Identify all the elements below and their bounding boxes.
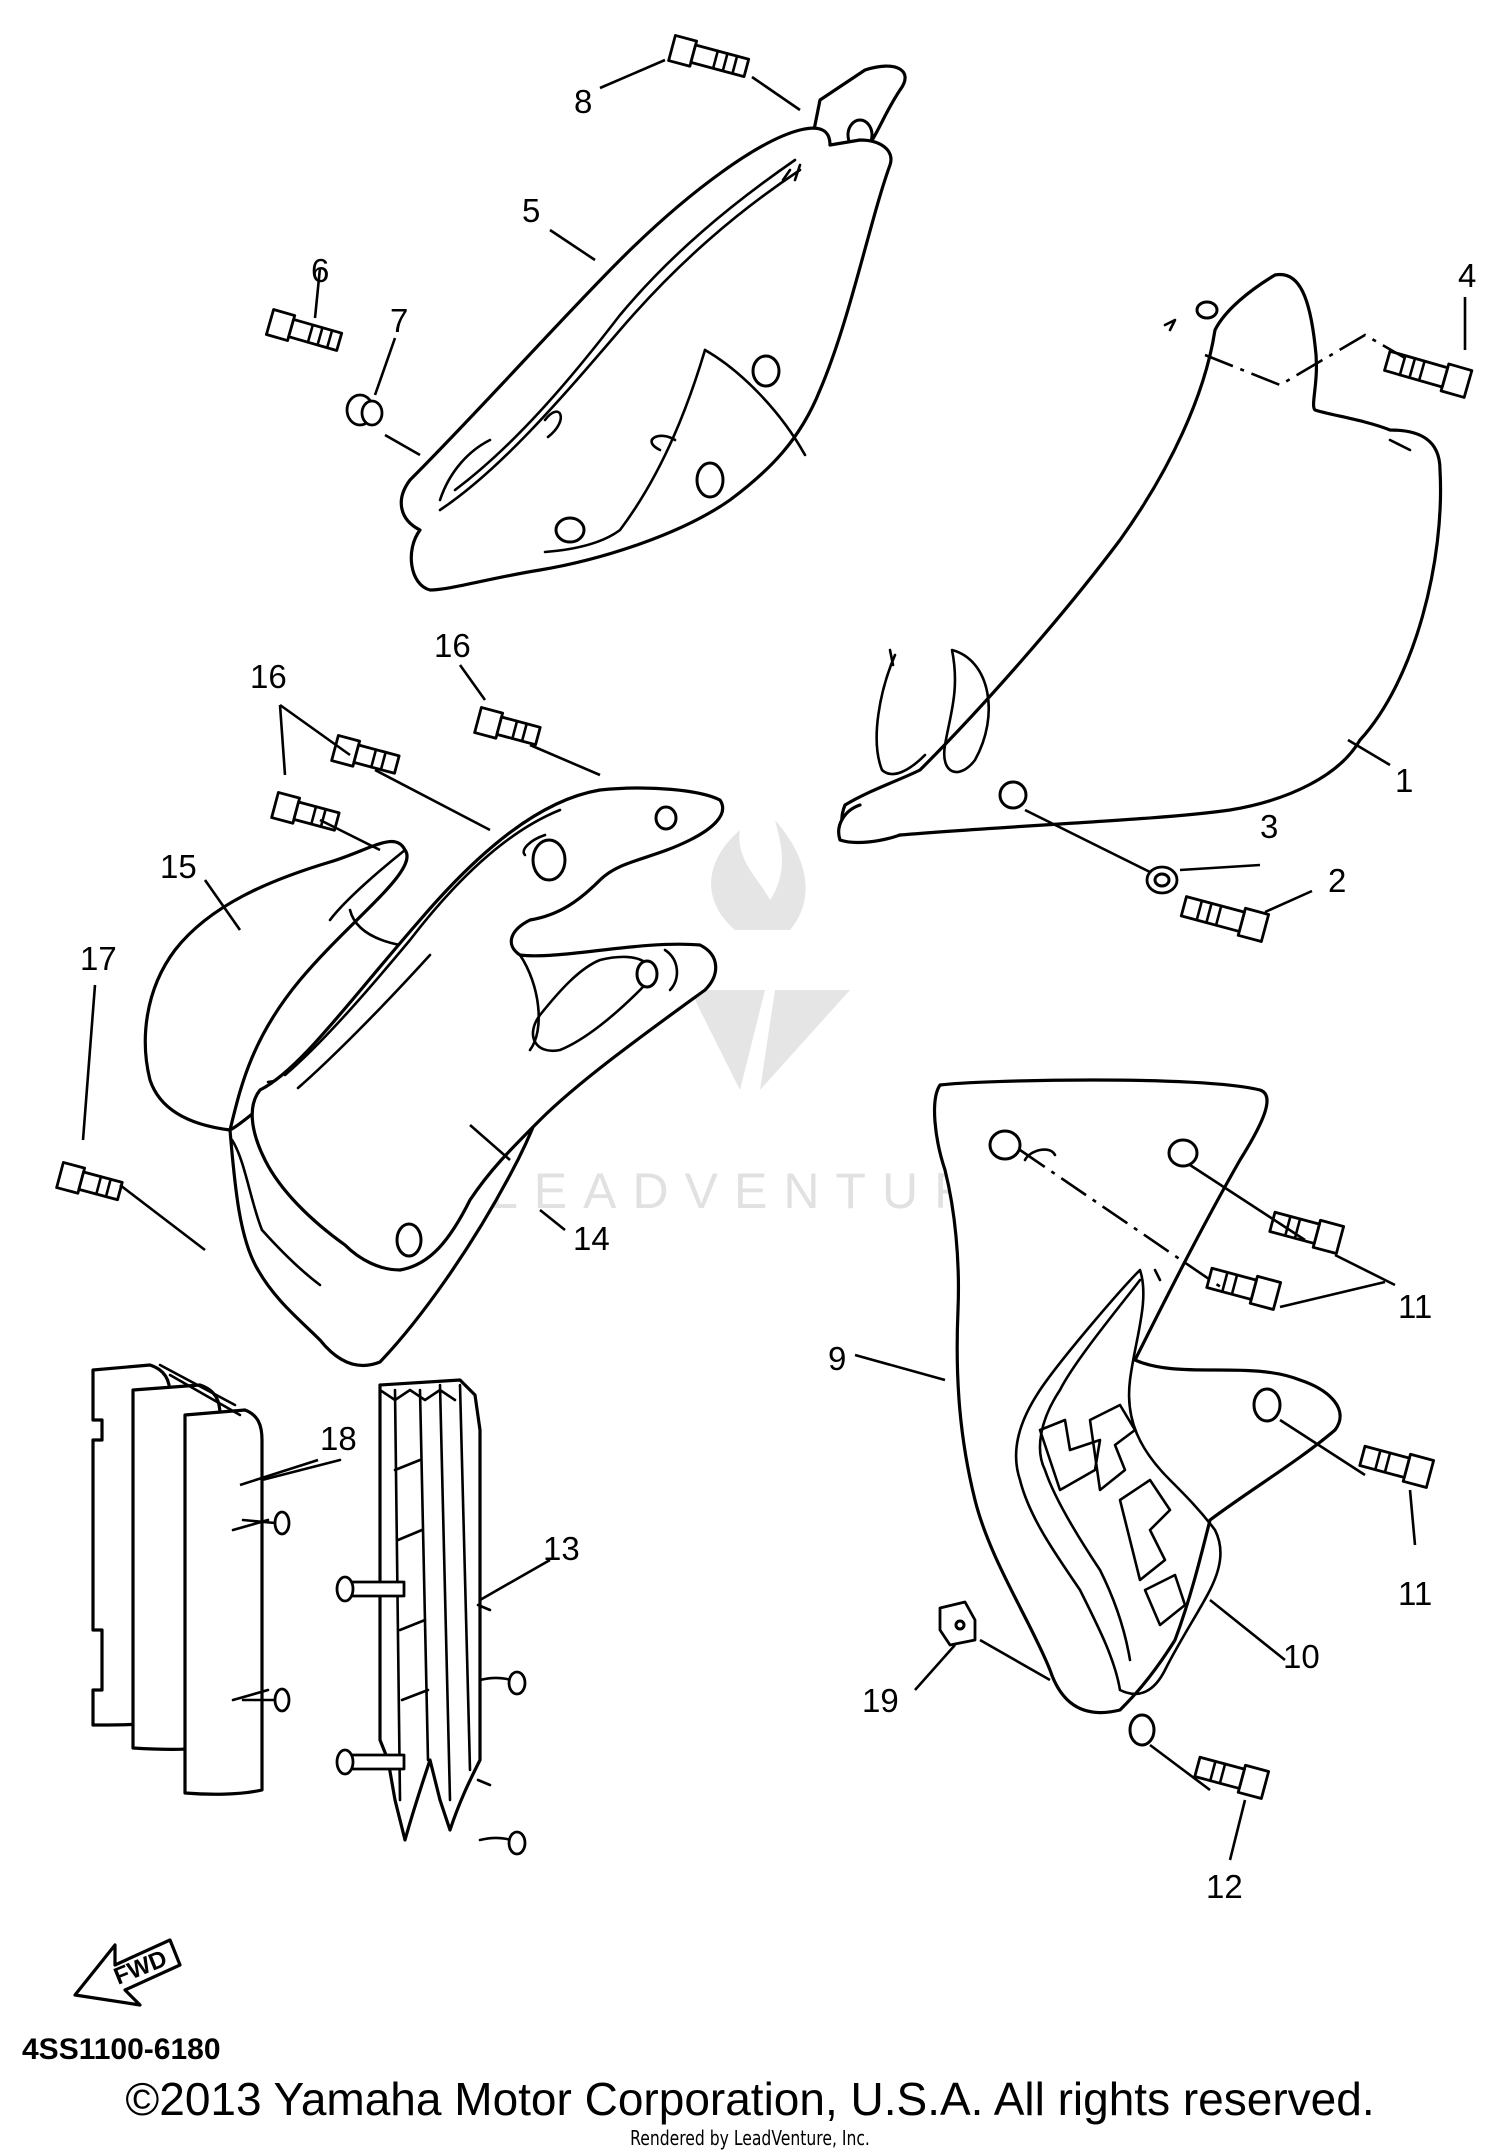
part-2-bolt: [1179, 895, 1271, 943]
part-11-bolt-2: [1205, 1266, 1283, 1311]
callout-3: 3: [1260, 808, 1278, 845]
part-8-bolt: [667, 34, 751, 79]
part-4-bolt: [1383, 349, 1474, 399]
callout-1: 1: [1395, 762, 1413, 799]
callout-19: 19: [862, 1682, 899, 1719]
callout-16: 16: [434, 627, 471, 664]
callout-16b: 16: [250, 658, 287, 695]
callout-11b: 11: [1398, 1575, 1432, 1612]
part-12-bolt: [1193, 1755, 1271, 1800]
callout-15: 15: [160, 848, 197, 885]
callout-10: 10: [1283, 1638, 1320, 1675]
part-9-radiator-shroud: [932, 1078, 1342, 1747]
part-11-bolt-3: [1358, 1444, 1436, 1489]
part-7-collar: [345, 393, 384, 427]
callout-8: 8: [574, 83, 592, 120]
part-13-radiator-guard: [335, 1378, 527, 1856]
callout-12: 12: [1206, 1868, 1243, 1905]
callout-17: 17: [80, 940, 117, 977]
part-16-bolt-upper: [473, 706, 542, 747]
part-16-bolt-left-2: [270, 791, 341, 832]
leadventure-watermark-logo: LEADVENTURE: [490, 820, 1036, 1219]
callout-numbers: 1 2 3 4 5 6 7 8 9 10 11 11 12 13 14 15 1…: [80, 83, 1476, 1905]
rendered-by-notice: Rendered by LeadVenture, Inc.: [630, 2126, 870, 2150]
part-5-airbox-cover: [399, 64, 907, 592]
callout-14: 14: [573, 1220, 610, 1257]
callout-5: 5: [522, 192, 540, 229]
callout-18: 18: [320, 1420, 357, 1457]
fwd-arrow-icon: FWD: [73, 1938, 182, 2007]
callout-4: 4: [1458, 257, 1476, 294]
part-17-bolt: [55, 1161, 124, 1202]
part-3-collar: [1145, 865, 1179, 895]
callout-2: 2: [1328, 862, 1346, 899]
part-16-bolt-left-1: [330, 734, 401, 775]
callout-13: 13: [543, 1530, 580, 1567]
part-1-side-cover: [837, 272, 1443, 845]
part-14-shroud-inner: [250, 786, 725, 1272]
callout-7: 7: [390, 302, 408, 339]
leader-lines: [81, 58, 1467, 1861]
part-11-bolt-1: [1268, 1210, 1346, 1255]
callout-11: 11: [1398, 1288, 1432, 1325]
part-6-bolt: [265, 308, 344, 352]
callout-6: 6: [311, 252, 329, 289]
part-19-nut: [938, 1600, 977, 1647]
copyright-notice: ©2013 Yamaha Motor Corporation, U.S.A. A…: [125, 2073, 1375, 2125]
callout-9: 9: [828, 1340, 846, 1377]
watermark-text: LEADVENTURE: [490, 1163, 1036, 1219]
part-18-radiator: [91, 1363, 342, 1796]
part-10-graphic-decal: [1014, 1268, 1222, 1696]
diagram-code: 4SS1100-6180: [22, 2033, 221, 2066]
